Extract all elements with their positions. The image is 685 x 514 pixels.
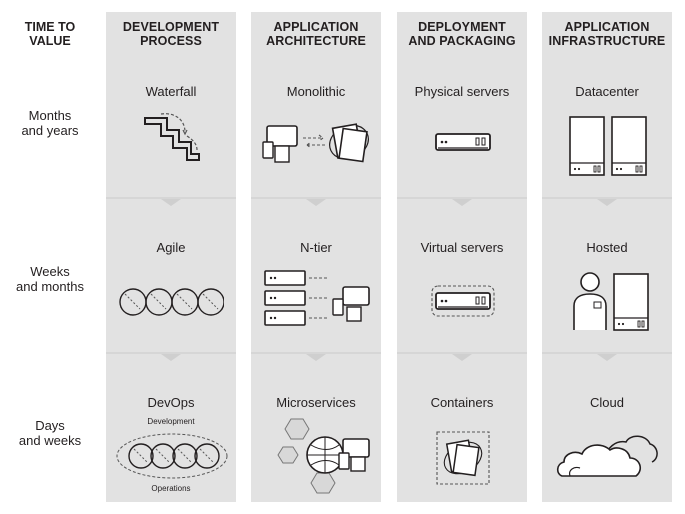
row-label-line2: and weeks xyxy=(18,433,82,448)
agile-iterations-icon xyxy=(119,288,224,316)
column-development-process: DEVELOPMENT PROCESS Waterfall Agile DevO… xyxy=(106,12,236,502)
column-header: DEPLOYMENT AND PACKAGING xyxy=(397,12,527,48)
column-application-architecture: APPLICATION ARCHITECTURE Monolithic N-ti… xyxy=(251,12,381,502)
cell-physical-servers-label: Physical servers xyxy=(414,84,510,99)
down-arrow-notch xyxy=(452,199,472,206)
column-header: DEVELOPMENT PROCESS xyxy=(106,12,236,48)
row-divider xyxy=(106,352,236,354)
cell-devops-label: DevOps xyxy=(147,395,195,410)
datacenter-icon xyxy=(569,116,647,176)
row-label-line2: and years xyxy=(21,123,79,138)
cell-microservices-label: Microservices xyxy=(276,395,356,410)
cell-agile-label: Agile xyxy=(156,240,186,255)
cell-waterfall-label: Waterfall xyxy=(145,84,197,99)
virtual-server-icon xyxy=(431,285,495,317)
ntier-servers-icon xyxy=(264,270,370,326)
row-divider xyxy=(251,197,381,199)
column-header: APPLICATION INFRASTRUCTURE xyxy=(542,12,672,48)
column-header-line2: AND PACKAGING xyxy=(408,34,516,48)
column-deployment-packaging: DEPLOYMENT AND PACKAGING Physical server… xyxy=(397,12,527,502)
column-header: APPLICATION ARCHITECTURE xyxy=(251,12,381,48)
column-header-line1: DEPLOYMENT xyxy=(418,20,506,34)
down-arrow-notch xyxy=(161,354,181,361)
column-header-line1: APPLICATION xyxy=(273,20,359,34)
row-label-months: Months and years xyxy=(5,108,95,138)
column-header-line1: DEVELOPMENT xyxy=(122,20,220,34)
down-arrow-notch xyxy=(306,354,326,361)
cell-ntier-label: N-tier xyxy=(300,240,332,255)
time-header-line1: TIME TO xyxy=(24,20,76,34)
down-arrow-notch xyxy=(161,199,181,206)
cell-hosted-label: Hosted xyxy=(586,240,628,255)
down-arrow-notch xyxy=(597,354,617,361)
cell-datacenter-label: Datacenter xyxy=(575,84,639,99)
physical-server-icon xyxy=(435,133,491,151)
down-arrow-notch xyxy=(597,199,617,206)
cell-containers-label: Containers xyxy=(430,395,494,410)
down-arrow-notch xyxy=(306,199,326,206)
row-label-line1: Weeks xyxy=(30,264,70,279)
cell-virtual-servers-label: Virtual servers xyxy=(420,240,504,255)
monolithic-app-icon xyxy=(262,123,369,163)
row-divider xyxy=(397,197,527,199)
cloud-icon xyxy=(556,435,658,477)
row-divider xyxy=(106,197,236,199)
column-header-line2: INFRASTRUCTURE xyxy=(548,34,666,48)
row-divider xyxy=(251,352,381,354)
devops-operations-label: Operations xyxy=(151,484,191,493)
row-divider xyxy=(397,352,527,354)
waterfall-icon xyxy=(144,113,200,161)
column-application-infrastructure: APPLICATION INFRASTRUCTURE Datacenter Ho… xyxy=(542,12,672,502)
row-divider xyxy=(542,197,672,199)
devops-development-label: Development xyxy=(147,417,195,426)
row-label-line2: and months xyxy=(16,279,84,294)
devops-loop-icon xyxy=(116,433,228,479)
row-label-line1: Months xyxy=(28,108,72,123)
microservices-icon xyxy=(277,418,370,494)
cell-monolithic-label: Monolithic xyxy=(286,84,346,99)
row-label-line1: Days xyxy=(35,418,65,433)
time-header-line2: VALUE xyxy=(29,34,71,48)
hosted-icon xyxy=(573,272,649,331)
column-header-line2: ARCHITECTURE xyxy=(266,34,366,48)
column-header-line2: PROCESS xyxy=(140,34,202,48)
row-divider xyxy=(542,352,672,354)
down-arrow-notch xyxy=(452,354,472,361)
container-icon xyxy=(436,431,490,485)
time-to-value-header: TIME TO VALUE xyxy=(10,20,90,48)
row-label-weeks: Weeks and months xyxy=(5,264,95,294)
cell-cloud-label: Cloud xyxy=(590,395,624,410)
column-header-line1: APPLICATION xyxy=(564,20,650,34)
row-label-days: Days and weeks xyxy=(5,418,95,448)
